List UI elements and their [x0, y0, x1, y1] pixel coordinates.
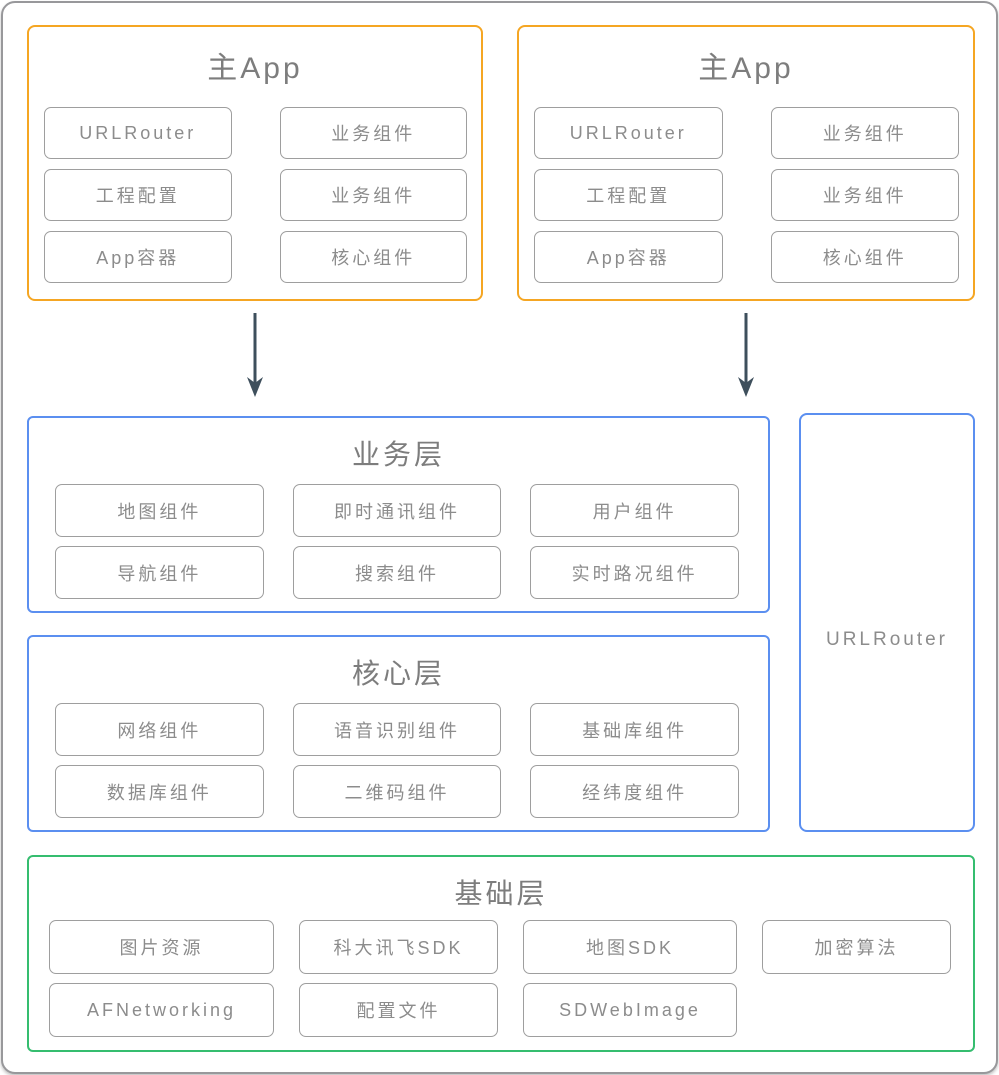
component-chip: 工程配置	[44, 169, 232, 221]
component-chip: App容器	[534, 231, 723, 283]
component-chip: 业务组件	[770, 169, 959, 221]
main-app-title: 主App	[207, 52, 303, 85]
business-layer-title: 业务层	[351, 439, 445, 470]
component-chip: SDWebImage	[523, 983, 737, 1037]
component-chip: 图片资源	[49, 920, 274, 974]
component-chip: 二维码组件	[292, 765, 502, 818]
component-chip: URLRouter	[44, 107, 232, 159]
component-chip: 核心组件	[279, 231, 467, 283]
component-chip: 即时通讯组件	[292, 484, 502, 537]
component-chip: 业务组件	[279, 107, 467, 159]
component-chip: App容器	[44, 231, 232, 283]
core-layer-box: 核心层 网络组件 语音识别组件 基础库组件 数据库组件 二维码组件 经纬度组件	[27, 635, 770, 832]
component-chip: 基础库组件	[530, 703, 739, 756]
core-layer-cells: 网络组件 语音识别组件 基础库组件 数据库组件 二维码组件 经纬度组件	[55, 703, 739, 818]
component-chip: 地图组件	[55, 484, 264, 537]
component-chip: 业务组件	[770, 107, 959, 159]
foundation-layer-title: 基础层	[454, 878, 548, 909]
core-layer-title: 核心层	[351, 658, 445, 689]
main-app-box-2: 主App URLRouter 业务组件 工程配置 业务组件 App容器 核心组件	[517, 25, 975, 301]
component-chip: 搜索组件	[292, 546, 502, 599]
component-chip: 核心组件	[770, 231, 959, 283]
urlrouter-panel-label: URLRouter	[825, 628, 949, 650]
component-chip: 业务组件	[279, 169, 467, 221]
component-chip: 经纬度组件	[530, 765, 739, 818]
component-chip: 加密算法	[762, 920, 951, 974]
down-arrow-icon	[738, 313, 754, 397]
business-layer-box: 业务层 地图组件 即时通讯组件 用户组件 导航组件 搜索组件 实时路况组件	[27, 416, 770, 613]
business-layer-cells: 地图组件 即时通讯组件 用户组件 导航组件 搜索组件 实时路况组件	[55, 484, 739, 599]
component-chip: AFNetworking	[49, 983, 274, 1037]
component-chip: 用户组件	[530, 484, 739, 537]
component-chip: 导航组件	[55, 546, 264, 599]
main-app-cells: URLRouter 业务组件 工程配置 业务组件 App容器 核心组件	[44, 107, 467, 283]
component-chip: 科大讯飞SDK	[299, 920, 498, 974]
main-app-box-1: 主App URLRouter 业务组件 工程配置 业务组件 App容器 核心组件	[27, 25, 483, 301]
component-chip: 地图SDK	[523, 920, 737, 974]
component-chip: 数据库组件	[55, 765, 264, 818]
down-arrow-icon	[247, 313, 263, 397]
component-chip: 语音识别组件	[292, 703, 502, 756]
main-app-title: 主App	[698, 52, 794, 85]
urlrouter-panel: URLRouter	[799, 413, 975, 832]
component-chip: 网络组件	[55, 703, 264, 756]
main-app-cells: URLRouter 业务组件 工程配置 业务组件 App容器 核心组件	[534, 107, 959, 283]
foundation-layer-box: 基础层 图片资源 科大讯飞SDK 地图SDK 加密算法 AFNetworking…	[27, 855, 975, 1052]
component-chip: URLRouter	[534, 107, 723, 159]
component-chip: 实时路况组件	[530, 546, 739, 599]
component-chip: 工程配置	[534, 169, 723, 221]
foundation-layer-cells: 图片资源 科大讯飞SDK 地图SDK 加密算法 AFNetworking 配置文…	[49, 920, 951, 1037]
component-chip: 配置文件	[299, 983, 498, 1037]
